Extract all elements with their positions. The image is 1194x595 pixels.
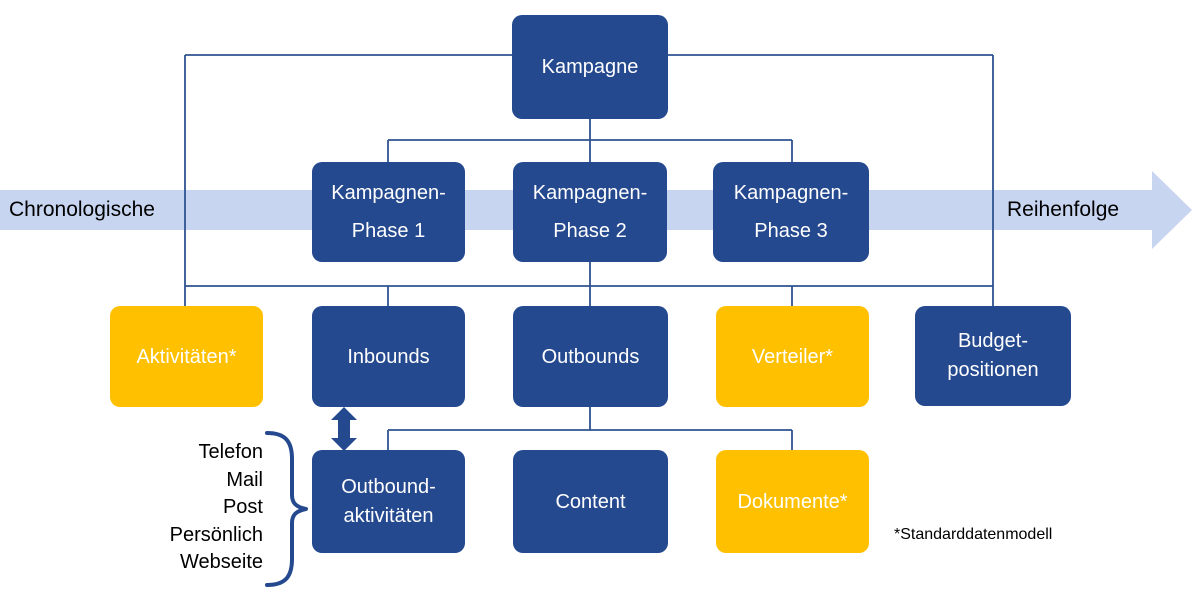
node-verteiler: Verteiler* — [716, 306, 869, 407]
channel-item: Post — [222, 496, 263, 519]
node-label: Budget- positionen — [947, 330, 1039, 381]
curly-brace-icon — [265, 431, 308, 587]
node-label: Kampagnen- Phase 1 — [331, 182, 446, 242]
node-content: Content — [513, 450, 668, 553]
arrow-head-icon — [1152, 171, 1192, 249]
channel-list: Telefon Mail Post Persönlich Webseite — [100, 439, 263, 577]
channel-item: Telefon — [198, 441, 264, 463]
node-label: Outbounds — [541, 345, 640, 368]
node-kampagnen-phase-2: Kampagnen- Phase 2 — [513, 162, 667, 262]
node-outboundaktivitaeten: Outbound- aktivitäten — [312, 450, 465, 553]
node-dokumente: Dokumente* — [716, 450, 869, 553]
channel-item: Mail — [226, 468, 263, 491]
node-kampagne: Kampagne — [512, 15, 668, 119]
node-label: Kampagnen- Phase 2 — [532, 182, 648, 242]
double-arrow-icon — [331, 407, 357, 451]
node-inbounds: Inbounds — [312, 306, 465, 407]
node-aktivitaeten: Aktivitäten* — [110, 306, 263, 407]
node-label: Verteiler* — [751, 345, 834, 368]
node-label: Content — [555, 490, 626, 513]
node-outbounds: Outbounds — [513, 306, 668, 407]
timeline-label-right: Reihenfolge — [1007, 198, 1120, 221]
timeline-label-left: Chronologische — [9, 198, 155, 221]
node-label: Aktivitäten* — [136, 345, 237, 368]
node-kampagnen-phase-3: Kampagnen- Phase 3 — [713, 162, 869, 262]
node-budgetpositionen: Budget- positionen — [915, 306, 1071, 406]
channel-item: Persönlich — [169, 523, 263, 546]
node-label: Inbounds — [347, 345, 430, 368]
footnote: *Standarddatenmodell — [894, 526, 1053, 543]
node-label: Kampagne — [541, 56, 639, 78]
node-label: Outbound- aktivitäten — [341, 475, 436, 527]
channel-item: Webseite — [179, 551, 263, 574]
node-kampagnen-phase-1: Kampagnen- Phase 1 — [312, 162, 465, 262]
node-label: Dokumente* — [737, 490, 848, 513]
node-label: Kampagnen- Phase 3 — [733, 182, 849, 242]
